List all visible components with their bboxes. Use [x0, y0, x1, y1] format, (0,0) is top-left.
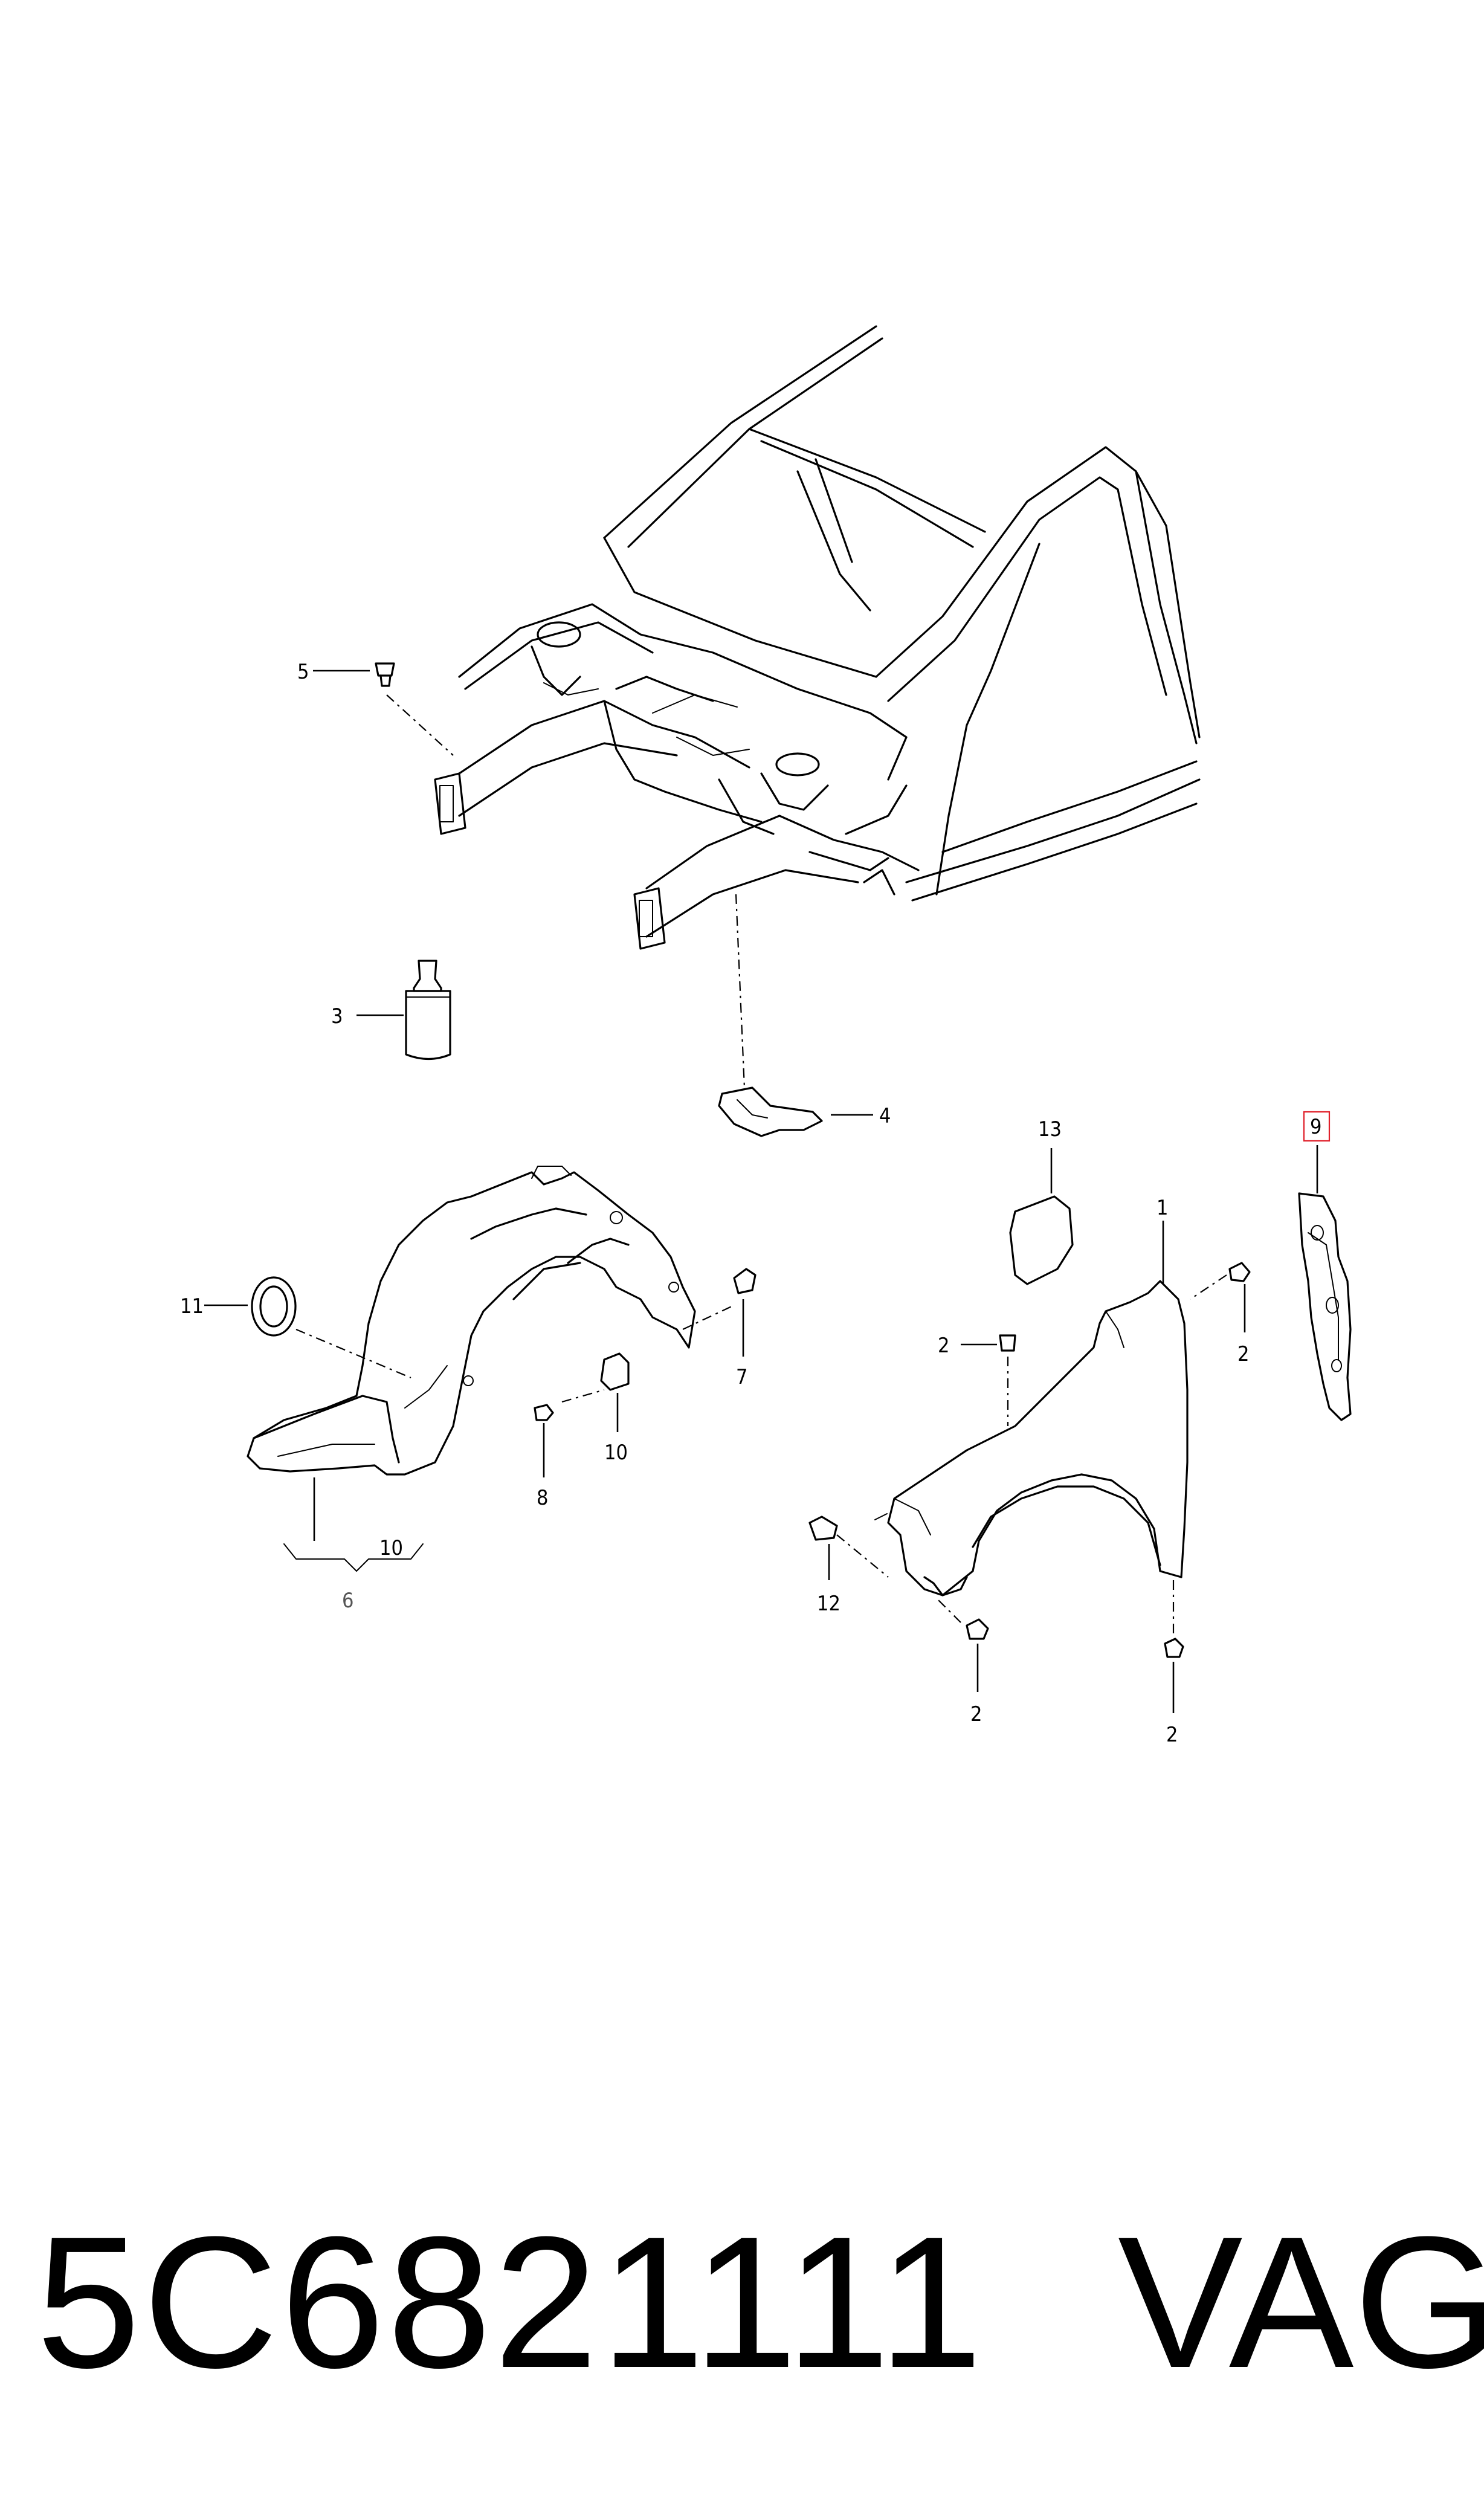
part-11-grommet [204, 1276, 411, 1379]
part-8-clip [534, 1404, 554, 1477]
callout-2-c: 2 [970, 1702, 982, 1726]
callout-9: 9 [1310, 1115, 1321, 1139]
callout-2-b: 2 [1237, 1342, 1249, 1366]
callout-3: 3 [331, 1004, 343, 1028]
part-number-label: 5C6821111 [36, 2197, 986, 2407]
callout-10: 10 [604, 1441, 628, 1465]
part-7-screw [733, 1268, 757, 1357]
part-2-screw-upper-left [961, 1334, 1016, 1426]
callout-6: 6 [342, 1589, 353, 1613]
part-2-screw-lower-center [936, 1598, 989, 1692]
part-3-sealant-tube [356, 960, 451, 1060]
part-4-bracket [718, 894, 873, 1137]
part-9-bracket [1298, 1111, 1352, 1421]
callout-7: 7 [736, 1365, 747, 1389]
part-2-screw-upper-right [1190, 1262, 1251, 1332]
callout-8: 8 [537, 1486, 548, 1510]
callout-12: 12 [817, 1592, 840, 1616]
part-10-clip [600, 1352, 630, 1432]
part-5-clip [313, 662, 454, 756]
callout-4: 4 [879, 1104, 891, 1128]
callout-5: 5 [297, 660, 309, 684]
callout-2-a: 2 [938, 1334, 949, 1358]
brand-label: VAG [1118, 2197, 1484, 2407]
callout-13: 13 [1038, 1117, 1062, 1141]
callout-1: 1 [1157, 1196, 1168, 1220]
part-12-screw [808, 1516, 889, 1580]
part-2-screw-lower-right [1164, 1580, 1184, 1713]
callout-9-highlight [1303, 1111, 1331, 1142]
callout-2-d: 2 [1166, 1723, 1178, 1747]
part-6-wheel-housing-liner [247, 1166, 735, 1572]
part-13-pad [1009, 1148, 1074, 1285]
callout-11: 11 [180, 1294, 204, 1319]
part-1-fender [874, 1221, 1189, 1596]
callout-10-bracket: 10 [379, 1536, 403, 1560]
car-body-structure [434, 325, 1201, 950]
